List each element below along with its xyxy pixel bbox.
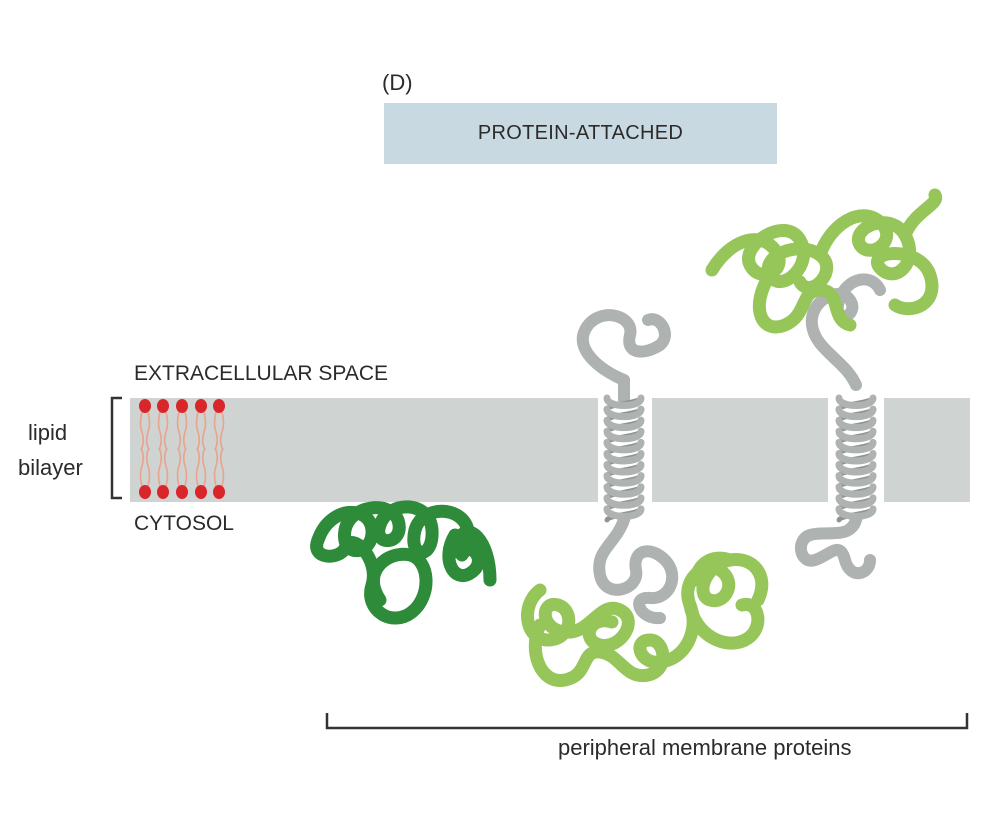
lipid-tail [139, 411, 145, 451]
helix-turn [835, 472, 877, 487]
alpha-helix-right [835, 394, 877, 523]
panel-title: PROTEIN-ATTACHED [477, 122, 684, 144]
lipid-tail [195, 411, 201, 451]
lipid-tail [176, 447, 182, 487]
helix-turn [603, 449, 645, 465]
helix-turn [835, 505, 877, 520]
lipid-tail [157, 411, 163, 451]
lipid-tail [145, 447, 151, 487]
lipid-tail [219, 447, 225, 487]
dark-green-peripheral-protein [310, 500, 497, 625]
helix-turn [603, 438, 645, 454]
bilayer-label: bilayer [18, 455, 83, 480]
helix-turn [603, 405, 645, 421]
helix-turn [835, 394, 877, 409]
lipid-tail [139, 447, 145, 487]
lipid-head [195, 485, 207, 499]
helix-turn [835, 427, 877, 443]
lipid-tail [163, 447, 169, 487]
lipid-bilayer-membrane [130, 398, 970, 502]
lipid-head [213, 485, 225, 499]
light-green-protein-bottom [521, 551, 769, 687]
lipid-head [157, 399, 169, 413]
lipid-head [139, 399, 151, 413]
membrane-segment-middle [652, 398, 828, 502]
lipid-tail [182, 447, 188, 487]
lipid-tail [163, 411, 169, 451]
lipid-label: lipid [28, 420, 68, 445]
lipid-head [176, 399, 188, 413]
helix-turn [835, 461, 877, 476]
peripheral-membrane-proteins-label: peripheral membrane proteins [558, 735, 852, 760]
helix-turn [603, 394, 645, 409]
helix-turn [603, 472, 645, 487]
helix-turn [835, 494, 877, 509]
lipid-tail [201, 411, 207, 451]
lipid-tail [176, 411, 182, 451]
lipid-tail [213, 447, 219, 487]
bilayer-bracket [110, 396, 122, 500]
lipid-head [195, 399, 207, 413]
lipid-tail [195, 447, 201, 487]
alpha-helix-left [603, 394, 645, 523]
helix-turn [835, 416, 877, 432]
lipid-tail [145, 411, 151, 451]
helix-turn [835, 449, 877, 465]
helix-turn [603, 483, 645, 498]
lipid-head [213, 399, 225, 413]
membrane-segment-left [130, 398, 598, 502]
helix-turn [603, 427, 645, 443]
helix-turn [603, 461, 645, 476]
peripheral-bracket [325, 713, 969, 730]
helix-turn [835, 438, 877, 454]
helix-turn [835, 483, 877, 498]
helix-turn [603, 505, 645, 520]
lipid-tail [201, 447, 207, 487]
helix-turn [603, 494, 645, 509]
lipid-tail [157, 447, 163, 487]
cytosol-label: CYTOSOL [134, 512, 234, 535]
light-green-protein-top [705, 188, 942, 334]
helix-turn [835, 405, 877, 421]
lipid-tail [219, 411, 225, 451]
lipid-tail [213, 411, 219, 451]
membrane-segment-right [884, 398, 970, 502]
transmembrane-protein-left [576, 309, 679, 625]
panel-letter: (D) [382, 70, 413, 95]
lipid-tail [182, 411, 188, 451]
lipid-head [157, 485, 169, 499]
lipid-head [176, 485, 188, 499]
extracellular-space-label: EXTRACELLULAR SPACE [134, 362, 389, 385]
helix-turn [603, 416, 645, 432]
panel-title-box: PROTEIN-ATTACHED [384, 103, 777, 164]
transmembrane-protein-right [795, 273, 886, 580]
phospholipid-molecules [139, 399, 225, 499]
lipid-head [139, 485, 151, 499]
